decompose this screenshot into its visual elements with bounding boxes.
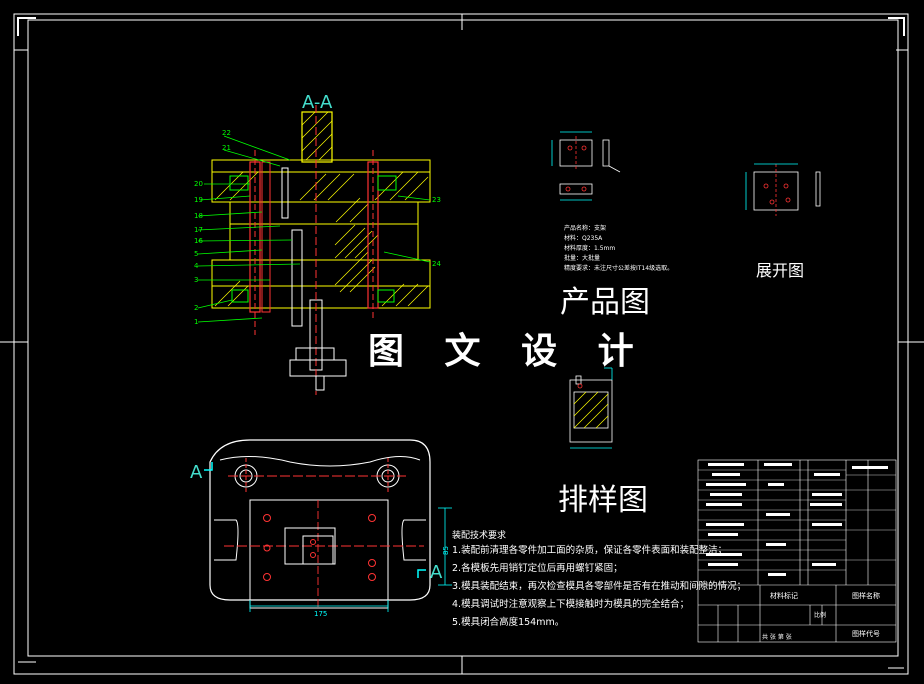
product-views xyxy=(551,131,621,201)
part-number-22: 22 xyxy=(222,129,231,137)
watermark: 图 文 设 计 xyxy=(368,330,648,372)
part-number-24: 24 xyxy=(432,260,441,268)
part-number-17: 17 xyxy=(194,226,203,234)
product-notes-block: 产品名称：支架 材料：Q235A 材料厚度：1.5mm 批量：大批量 精度要求：… xyxy=(564,224,673,272)
part-number-21: 21 xyxy=(222,144,231,152)
product-note-3: 材料厚度：1.5mm xyxy=(564,244,615,252)
part-number-1: 1 xyxy=(194,318,198,326)
part-number-20: 20 xyxy=(194,180,203,188)
section-marker-right: A xyxy=(430,562,443,583)
dim-height: 85 xyxy=(442,546,450,555)
title-block-drawing-code: 图样代号 xyxy=(852,629,880,638)
title-block-fill xyxy=(706,463,888,576)
part-number-2: 2 xyxy=(194,304,198,312)
product-note-4: 批量：大批量 xyxy=(564,254,600,262)
corner-mark-tr xyxy=(888,17,905,36)
part-number-19: 19 xyxy=(194,196,203,204)
product-drawing-label: 产品图 xyxy=(560,285,650,320)
tech-note-4: 4.模具调试时注意观察上下模接触时为模具的完全结合； xyxy=(452,599,690,610)
title-block xyxy=(697,459,897,643)
tech-note-3: 3.模具装配结束，再次检查模具各零部件是否有在推动和间隙的情况； xyxy=(452,581,747,592)
tech-requirements: 装配技术要求 1.装配前清理各零件加工面的杂质，保证各零件表面和装配整洁； 2.… xyxy=(452,530,746,632)
title-block-drawing-name: 图样名称 xyxy=(852,591,880,600)
title-block-scale: 比例 xyxy=(814,611,826,619)
part-number-16: 16 xyxy=(194,237,203,245)
tech-note-5: 5.模具闭合高度154mm。 xyxy=(452,617,565,628)
section-label: A-A xyxy=(302,92,333,113)
inner-frame xyxy=(27,19,899,657)
part-number-5: 5 xyxy=(194,250,198,258)
product-note-5: 精度要求：未注尺寸公差按IT14级选取。 xyxy=(564,264,673,272)
strip-layout-view xyxy=(569,367,613,449)
part-number-3: 3 xyxy=(194,276,198,284)
part-number-18: 18 xyxy=(194,212,203,220)
title-block-rows xyxy=(698,469,896,571)
unfold-view xyxy=(745,163,821,216)
title-block-sheet-count: 共 张 第 张 xyxy=(762,633,792,641)
section-marker-left: A xyxy=(190,462,203,483)
tech-note-2: 2.各模板先用销钉定位后再用螺钉紧固； xyxy=(452,563,623,574)
outer-frame xyxy=(13,13,909,675)
product-note-2: 材料：Q235A xyxy=(564,234,603,242)
corner-mark-tl xyxy=(17,17,36,36)
part-number-4: 4 xyxy=(194,262,199,270)
tech-title: 装配技术要求 xyxy=(452,531,507,541)
dim-width: 175 xyxy=(314,610,327,618)
title-block-material-mark: 材料标记 xyxy=(770,591,798,600)
section-view-die-assembly: 22 21 20 19 18 17 16 5 4 3 2 1 23 24 xyxy=(194,105,441,395)
part-number-23: 23 xyxy=(432,196,441,204)
tech-note-1: 1.装配前清理各零件加工面的杂质，保证各零件表面和装配整洁； xyxy=(452,545,728,556)
plan-view-die-set: 175 85 A A xyxy=(190,439,452,618)
layout-drawing-label: 排样图 xyxy=(558,483,648,518)
unfold-drawing-label: 展开图 xyxy=(756,261,804,280)
product-note-1: 产品名称：支架 xyxy=(564,224,606,232)
